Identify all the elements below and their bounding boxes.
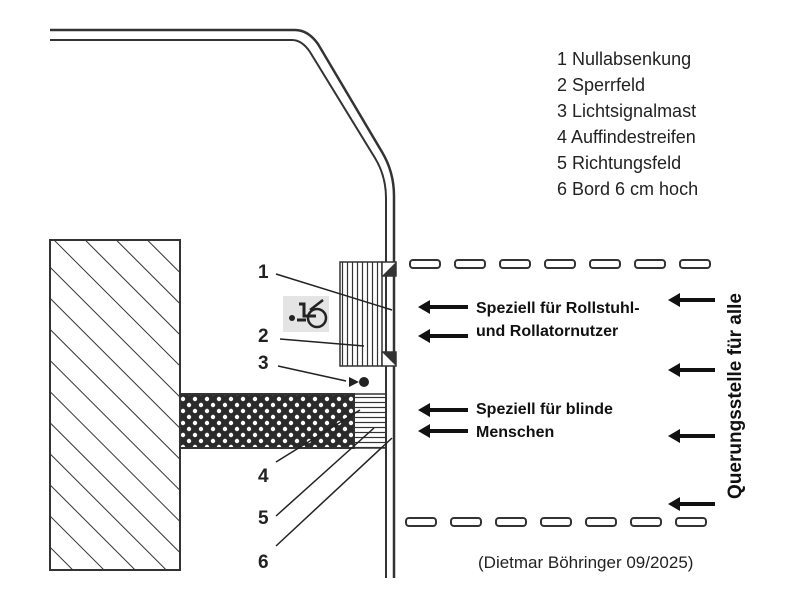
curb-line (50, 28, 396, 578)
legend-item-zero-lowering: 1 Nullabsenkung (557, 49, 692, 69)
crossing-label: Querungsstelle für alle (720, 262, 752, 530)
callout-3: 3 (258, 353, 269, 374)
zero-lowering (381, 261, 397, 367)
wheelchair-icon (283, 296, 329, 332)
callout-4: 4 (258, 466, 269, 487)
traffic-signal-mast-icon (349, 377, 369, 387)
leader-lines (275, 273, 393, 547)
locating-strip (179, 393, 355, 449)
crossing-label-text: Querungsstelle für alle (725, 293, 746, 499)
crossing-border-top (409, 259, 711, 269)
legend-item-curb: 6 Bord 6 cm hoch (557, 179, 699, 199)
note-blind-line-2: Menschen (476, 424, 555, 441)
note-wheelchair: Speziell für Rollstuhl- und Rollatornutz… (476, 297, 640, 343)
direction-field (353, 393, 387, 449)
note-wheelchair-line-2: und Rollatornutzer (476, 323, 619, 340)
building (49, 239, 181, 571)
note-blind: Speziell für blinde Menschen (476, 398, 613, 444)
callout-6: 6 (258, 552, 269, 573)
legend-item-locating-strip: 4 Auffindestreifen (557, 127, 696, 147)
note-blind-line-1: Speziell für blinde (476, 401, 613, 418)
barrier-field (339, 261, 383, 367)
arrow-left-icon (418, 293, 715, 511)
crossing-border-bottom (405, 517, 707, 527)
legend-item-barrier-field: 2 Sperrfeld (557, 75, 646, 95)
legend-item-signal-mast: 3 Lichtsignalmast (557, 101, 697, 121)
callout-2: 2 (258, 326, 269, 347)
note-wheelchair-line-1: Speziell für Rollstuhl- (476, 300, 640, 317)
credit: (Dietmar Böhringer 09/2025) (478, 553, 694, 572)
legend: 1 Nullabsenkung 2 Sperrfeld 3 Lichtsigna… (557, 46, 698, 202)
legend-item-direction-field: 5 Richtungsfeld (557, 153, 682, 173)
callout-1: 1 (258, 262, 269, 283)
callout-5: 5 (258, 508, 269, 529)
